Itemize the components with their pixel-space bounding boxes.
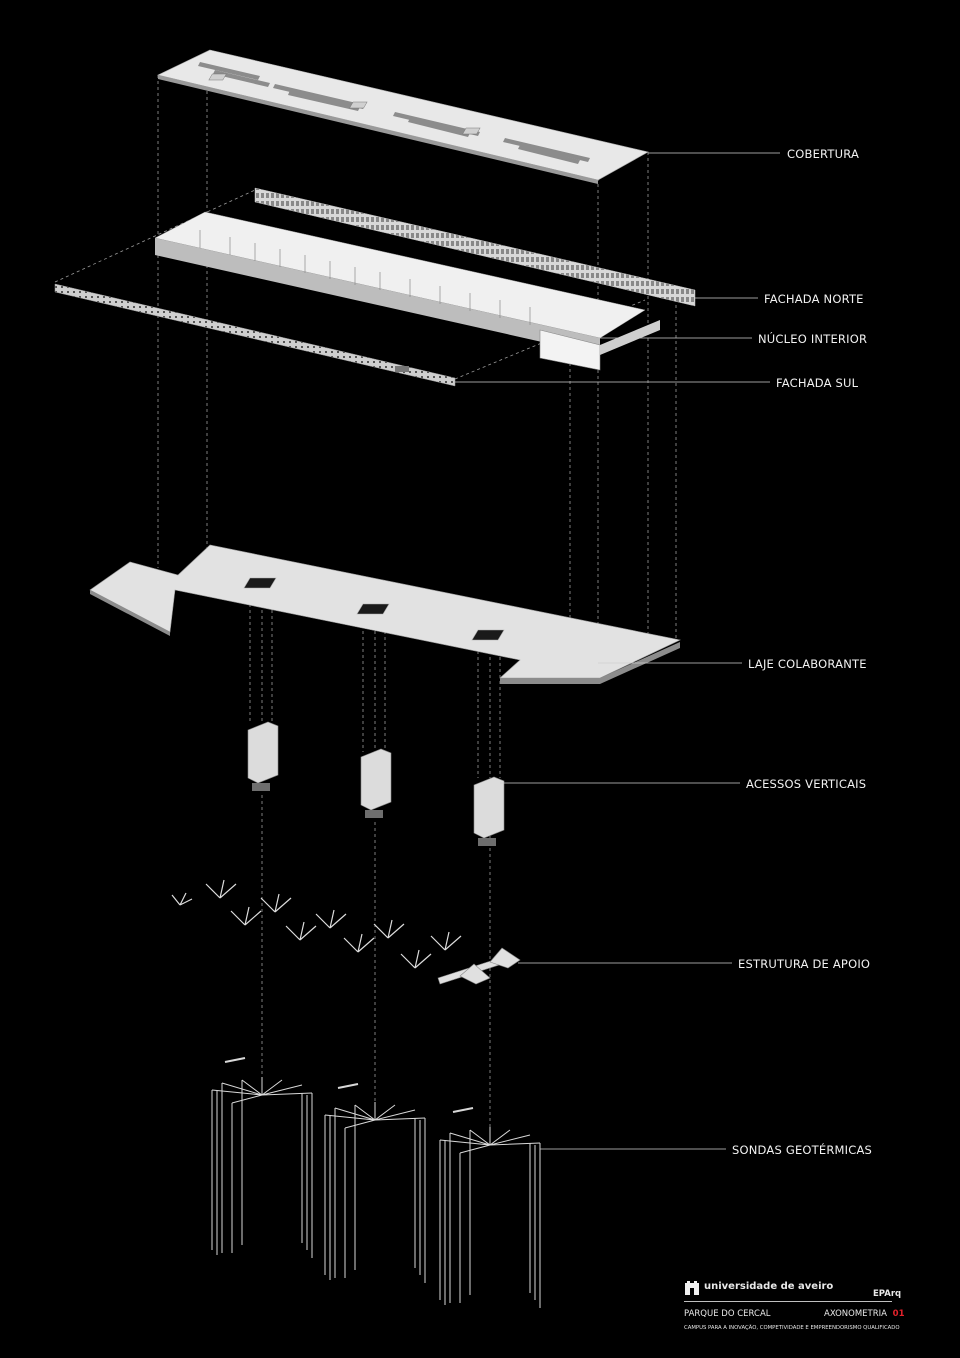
label-cobertura: COBERTURA [787,147,860,161]
label-acessos-verticais: ACESSOS VERTICAIS [746,777,867,791]
sondas-geotermicas-model [211,1057,541,1308]
university-name: universidade de aveiro [704,1281,834,1292]
label-fachada-norte: FACHADA NORTE [764,292,864,306]
sheet-number: 01 [892,1309,905,1319]
department-label: EPArq [873,1289,902,1299]
label-nucleo-interior: NÚCLEO INTERIOR [758,332,868,346]
sheet-title: AXONOMETRIA 01 [824,1309,905,1319]
leader-lines [455,152,780,1150]
university-logo-icon [685,1281,699,1295]
fachada-sul-model [54,283,456,387]
estrutura-de-apoio-blocks [437,947,521,985]
footer-divider [684,1301,892,1302]
fachada-norte-model [254,187,696,307]
sheet-label: AXONOMETRIA [824,1309,887,1319]
project-name: PARQUE DO CERCAL [684,1309,771,1319]
estrutura-de-apoio-model [171,879,462,969]
project-subtitle: CAMPUS PARA A INOVAÇÃO, COMPETIVIDADE E … [684,1325,900,1331]
label-fachada-sul: FACHADA SUL [776,376,859,390]
cobertura-model [157,49,649,184]
label-estrutura-de-apoio: ESTRUTURA DE APOIO [738,957,871,971]
acessos-verticais-model [247,721,505,846]
label-sondas-geotermicas: SONDAS GEOTÉRMICAS [732,1143,873,1157]
nucleo-interior-model [154,211,660,371]
label-laje-colaborante: LAJE COLABORANTE [748,657,867,671]
